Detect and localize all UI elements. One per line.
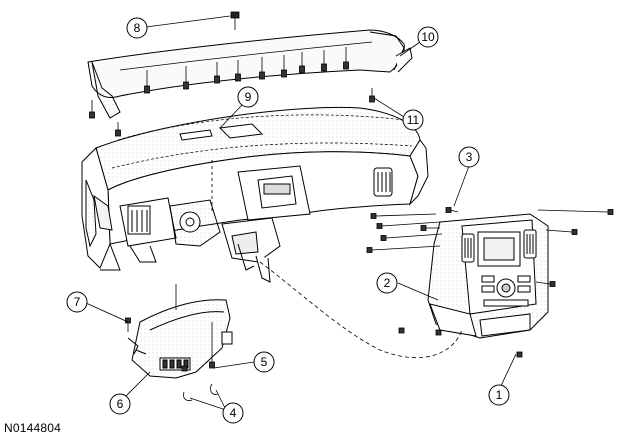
callout-2: 2 (376, 272, 398, 294)
callout-8: 8 (126, 17, 148, 39)
leader-lines (85, 15, 517, 411)
callout-11: 11 (402, 109, 424, 131)
lower-finish-panel (127, 299, 233, 379)
lower-panel-fasteners (125, 284, 219, 401)
upper-panel-screws (89, 47, 375, 137)
svg-text:3: 3 (466, 150, 473, 164)
svg-text:7: 7 (74, 295, 81, 309)
callout-5: 5 (253, 351, 275, 373)
callout-1: 1 (488, 384, 510, 406)
upper-panel (87, 29, 413, 119)
screw-top (230, 11, 240, 30)
svg-text:1: 1 (496, 388, 503, 402)
svg-text:11: 11 (407, 113, 420, 127)
callout-3: 3 (458, 146, 480, 168)
bezel-screws (366, 207, 614, 358)
center-stack-bezel (427, 213, 549, 339)
svg-text:5: 5 (261, 355, 268, 369)
svg-text:4: 4 (230, 406, 237, 420)
svg-text:6: 6 (117, 397, 124, 411)
callout-6: 6 (109, 393, 131, 415)
callout-9: 9 (237, 86, 259, 108)
svg-text:2: 2 (384, 276, 391, 290)
callout-7: 7 (66, 291, 88, 313)
svg-text:8: 8 (134, 21, 141, 35)
svg-text:10: 10 (421, 30, 435, 44)
harness-routing-line (259, 261, 463, 359)
callout-10: 10 (417, 26, 439, 48)
instrument-panel-body (81, 106, 429, 283)
callout-4: 4 (222, 402, 244, 424)
figure-id: N0144804 (4, 421, 61, 435)
svg-text:9: 9 (245, 90, 252, 104)
